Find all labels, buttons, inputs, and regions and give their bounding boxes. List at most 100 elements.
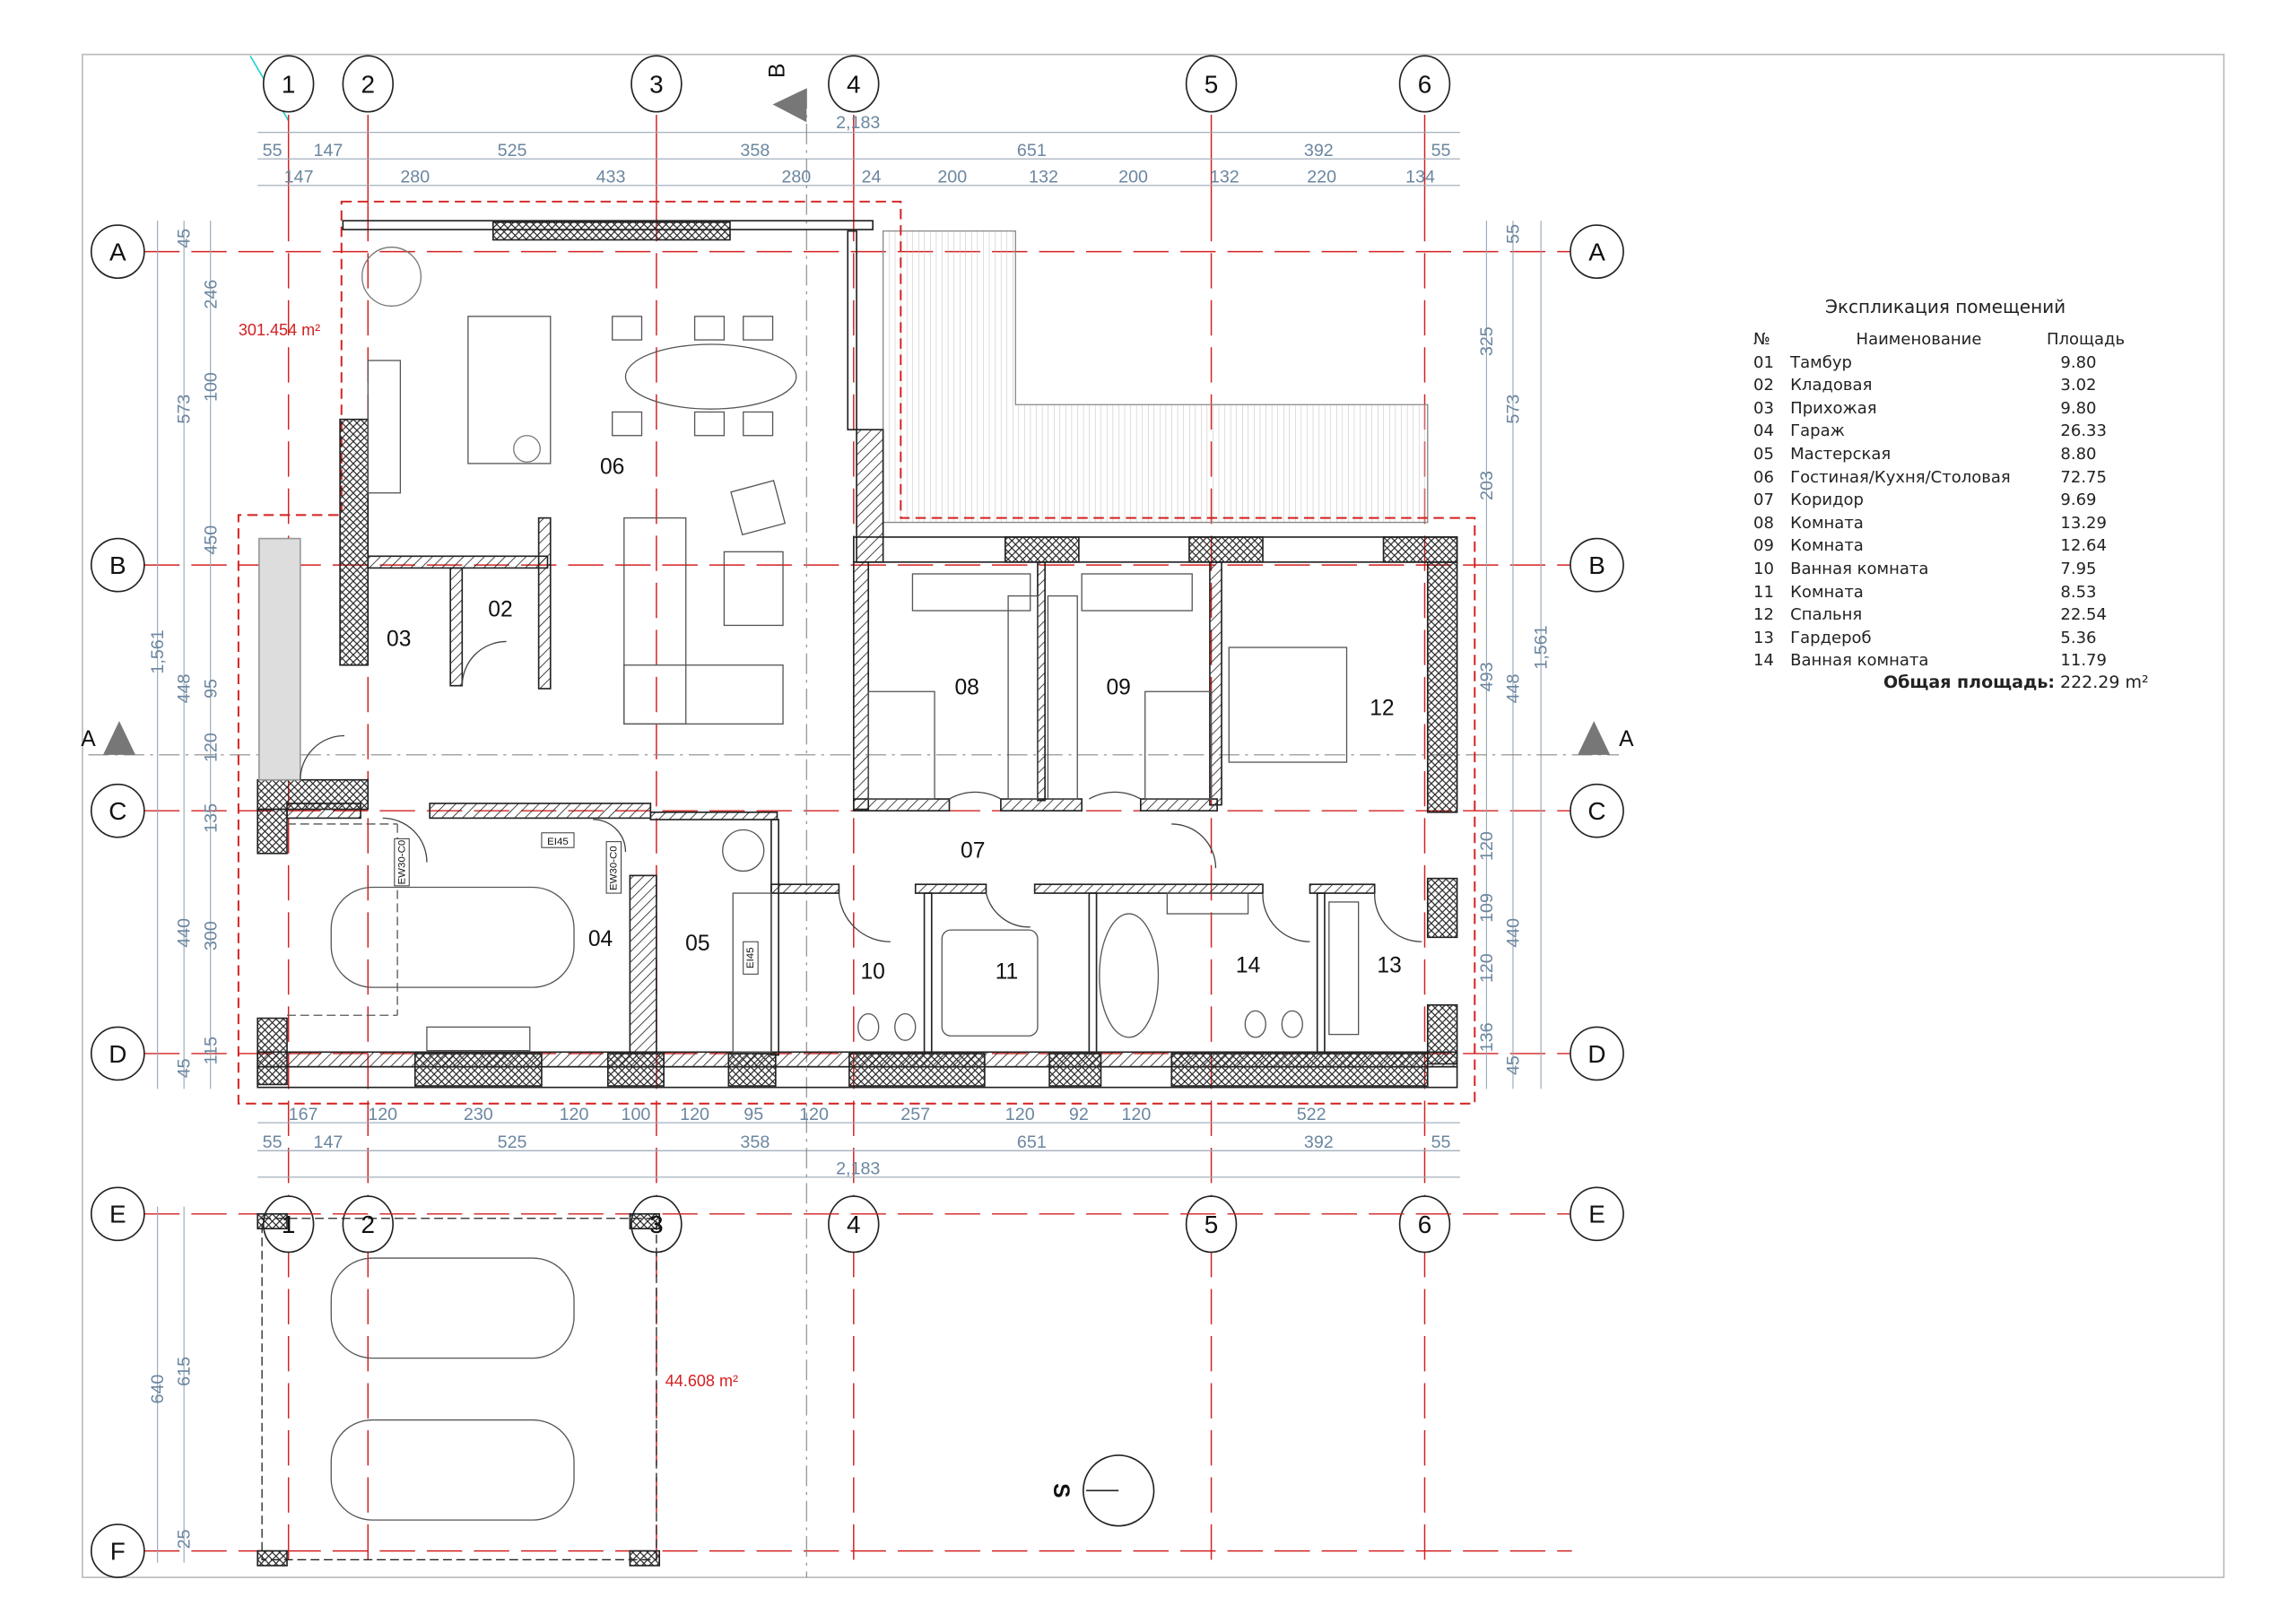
room-tag-05: 05 [685,932,709,956]
dimension-label: 55 [263,1133,283,1152]
dimension-label: 100 [622,1105,651,1124]
dimension-label: 120 [799,1105,829,1124]
room-area: 11.79 [2060,651,2107,671]
workbench [426,1026,531,1052]
room-area: 22.54 [2060,605,2107,625]
bathtub [1099,913,1160,1038]
room-name: Ванная комната [1790,651,1929,671]
dimension-label: 220 [1307,167,1336,187]
dimension-label: 132 [1210,167,1239,187]
room-schedule-header: № Наименование Площадь [1753,328,2166,352]
dimension-label: 300 [201,921,221,950]
grid-row-label: C [1587,797,1605,825]
dimension-label: 440 [175,918,195,948]
grid-column-label: 1 [282,70,296,98]
room-tag-06: 06 [600,455,624,479]
room-schedule: Экспликация помещений № Наименование Пло… [1753,296,2166,692]
dimension-label: 651 [1017,1133,1047,1152]
grid-column-label: 2 [361,1211,376,1238]
room-no: 14 [1753,651,1774,671]
kitchen-island [467,316,552,464]
plant-icon [361,247,422,307]
grid-bubble [828,1195,880,1254]
room-schedule-row: 14 Ванная комната 11.79 [1753,649,2166,673]
dimension-label: 325 [1477,326,1497,356]
car-carport-1 [330,1257,575,1359]
dimension-label: 2,183 [836,1159,880,1179]
grid-bubble [90,1026,145,1081]
room-area: 5.36 [2060,628,2097,647]
dimension-label: 525 [498,141,527,161]
dimension-label: 450 [201,525,221,555]
dimension-label: 522 [1297,1105,1326,1124]
grid-bubble [1570,783,1624,838]
dimension-label: 120 [368,1105,397,1124]
grid-bubble [828,55,880,113]
room-no: 10 [1753,559,1774,578]
sheet-frame [82,53,2225,1578]
door-tag-box [541,832,575,848]
dimension-label: 392 [1304,141,1334,161]
grid-row-label: E [109,1201,126,1228]
room-tag-10: 10 [860,959,884,984]
furniture [287,247,1360,1521]
coffee-table [723,551,784,627]
total-value: 222.29 m² [2059,672,2149,692]
bed-09 [1144,690,1213,800]
grid-bubble [1185,55,1238,113]
dimension-label: 493 [1477,662,1497,691]
room-name: Комната [1790,513,1864,533]
dimension-label: 136 [1477,1022,1497,1052]
room-no: 01 [1753,352,1774,372]
room-name: Тамбур [1790,352,1852,372]
dimension-label: 92 [1069,1105,1089,1124]
door-tag-box [743,941,759,975]
grid-row-label: A [109,238,126,265]
dimension-label: 109 [1477,893,1497,923]
door-tag: EW30-C0 [396,840,407,885]
sofa [623,516,687,725]
door-tag: EW30-C0 [609,846,620,890]
room-no: 13 [1753,628,1774,647]
dimension-label: 100 [201,372,221,402]
grid-row-label: D [1587,1040,1605,1068]
dimension-label: 120 [1005,1105,1035,1124]
room-tag-11: 11 [996,959,1019,984]
dimension-label: 45 [175,229,195,248]
room-tag-02: 02 [488,598,512,622]
room-name: Мастерская [1790,444,1892,464]
car-carport-2 [330,1419,575,1521]
room-tag-04: 04 [588,927,613,951]
grid-bubble [1185,1195,1238,1254]
dimension-label: 200 [937,167,967,187]
dimension-label: 120 [560,1105,589,1124]
section-label-a-right: A [1619,727,1634,751]
room-schedule-total: Общая площадь: 222.29 m² [1883,673,2166,692]
dimension-label: 448 [1504,674,1524,704]
total-label: Общая площадь: [1883,672,2055,692]
room-name: Прихожая [1790,398,1877,418]
doors [300,640,1422,942]
room-schedule-title: Экспликация помещений [1825,296,2066,317]
bed-12 [1228,647,1348,763]
dimension-label: 1,561 [1532,625,1552,669]
grid-bubble [90,783,145,838]
dimension-label: 280 [400,167,430,187]
room-name: Спальня [1790,605,1863,625]
room-no: 11 [1753,582,1774,602]
room-area: 8.53 [2060,582,2097,602]
grid-row-label: B [1588,551,1605,579]
dimension-label: 120 [201,733,221,762]
grid-column-label: 5 [1205,70,1219,98]
room-name: Ванная комната [1790,559,1929,578]
room-tag-12: 12 [1370,697,1394,721]
grid-column-label: 6 [1418,1211,1432,1238]
door-tag-box [605,841,622,894]
room-area: 9.80 [2060,398,2097,418]
